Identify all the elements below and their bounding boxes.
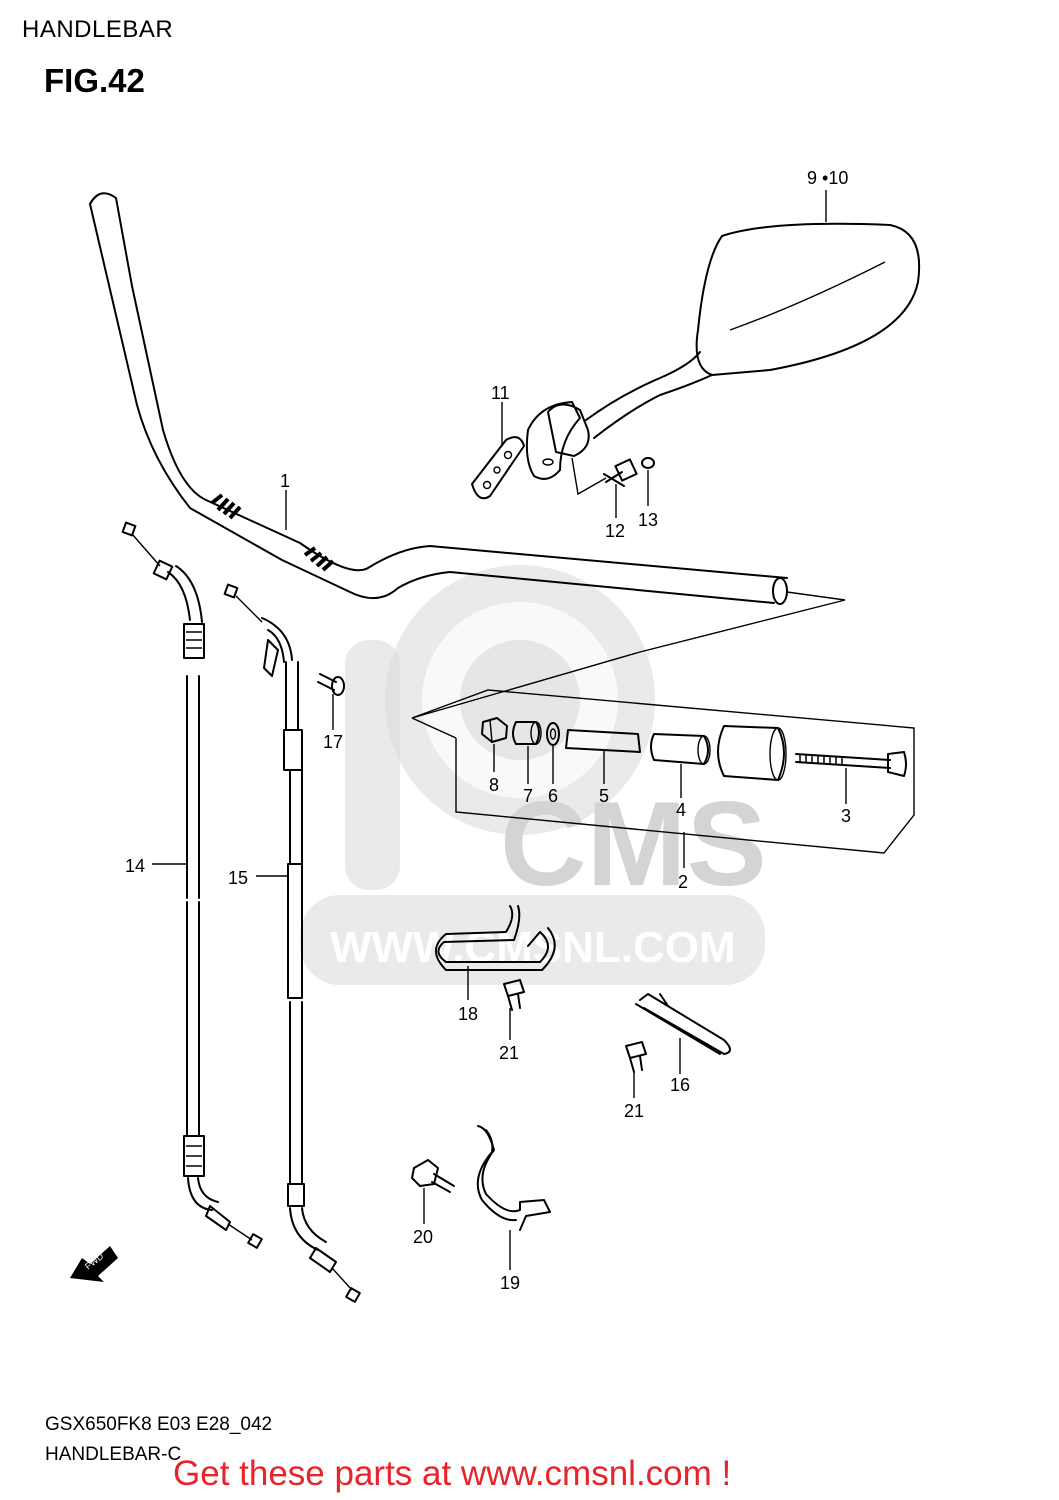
callout-3[interactable]: 3 xyxy=(841,806,851,826)
illustration-code: HANDLEBAR-C xyxy=(45,1444,182,1465)
bolt-20[interactable] xyxy=(411,1159,455,1193)
screw-17[interactable] xyxy=(317,673,345,696)
model-code: GSX650FK8 E03 E28_042 xyxy=(45,1414,273,1435)
throttle-cable-14[interactable] xyxy=(121,521,263,1249)
bolt-21b[interactable] xyxy=(625,1041,647,1073)
balancer-collar[interactable] xyxy=(512,721,542,745)
callouts: 1 9 •10 11 12 13 17 8 7 6 5 4 3 2 14 15 … xyxy=(125,168,851,1293)
callout-9-10[interactable]: 9 •10 xyxy=(807,168,848,188)
callout-17[interactable]: 17 xyxy=(323,732,343,752)
balancer-washer[interactable] xyxy=(546,722,560,746)
balancer-screw[interactable] xyxy=(795,751,907,777)
clamp-19[interactable] xyxy=(476,1125,551,1231)
callout-5[interactable]: 5 xyxy=(599,786,609,806)
parts-banner-link[interactable]: Get these parts at www.cmsnl.com ! xyxy=(173,1454,732,1493)
leader-lines xyxy=(152,190,847,1270)
clamp-18[interactable] xyxy=(435,905,556,971)
callout-8[interactable]: 8 xyxy=(489,775,499,795)
fwd-direction-marker: FWD xyxy=(70,1246,118,1282)
watermark-brand: CMS xyxy=(500,777,767,911)
cms-watermark: CMS WWW.CMSNL.COM xyxy=(300,565,767,985)
figure-label: FIG.42 xyxy=(44,62,145,99)
callout-18[interactable]: 18 xyxy=(458,1004,478,1024)
bolt-21a[interactable] xyxy=(503,979,525,1011)
balancer-nut[interactable] xyxy=(481,717,508,743)
watermark-url: WWW.CMSNL.COM xyxy=(330,923,736,972)
balancer-end-weight[interactable] xyxy=(717,725,787,781)
handlebar[interactable] xyxy=(89,192,788,605)
callout-4[interactable]: 4 xyxy=(676,800,686,820)
balancer-shaft[interactable] xyxy=(565,729,641,753)
callout-16[interactable]: 16 xyxy=(670,1075,690,1095)
callout-11[interactable]: 11 xyxy=(491,383,510,403)
throttle-cable-15[interactable] xyxy=(223,583,361,1303)
callout-2[interactable]: 2 xyxy=(678,872,688,892)
section-title: HANDLEBAR xyxy=(22,16,174,43)
callout-19[interactable]: 19 xyxy=(500,1273,520,1293)
mirror-bolt[interactable] xyxy=(603,458,638,487)
callout-7[interactable]: 7 xyxy=(523,786,533,806)
callout-15[interactable]: 15 xyxy=(228,868,248,888)
callout-14[interactable]: 14 xyxy=(125,856,145,876)
callout-12[interactable]: 12 xyxy=(605,521,625,541)
clamp-16[interactable] xyxy=(635,993,731,1055)
callout-13[interactable]: 13 xyxy=(638,510,658,530)
callout-6[interactable]: 6 xyxy=(548,786,558,806)
callout-21a[interactable]: 21 xyxy=(499,1043,519,1063)
callout-1[interactable]: 1 xyxy=(280,471,290,491)
mirror-plate[interactable] xyxy=(471,436,525,500)
balancer-box xyxy=(411,591,915,854)
balancer-weight[interactable] xyxy=(650,733,711,765)
callout-20[interactable]: 20 xyxy=(413,1227,433,1247)
callout-21b[interactable]: 21 xyxy=(624,1101,644,1121)
mirror[interactable] xyxy=(525,222,921,480)
mirror-washer[interactable] xyxy=(641,457,655,469)
